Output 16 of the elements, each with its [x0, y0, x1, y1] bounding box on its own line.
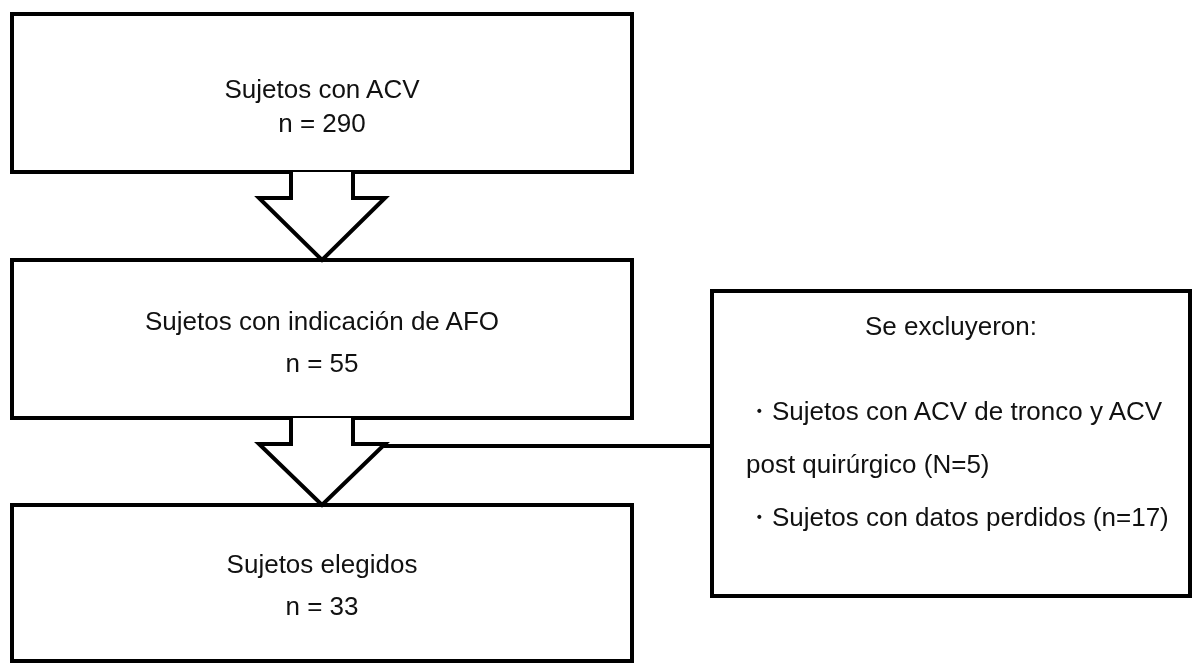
bullet-item: ・Sujetos con ACV de tronco y ACV post quirúrgico (N=5)	[746, 395, 1164, 481]
count-text: n = 55	[284, 348, 360, 378]
bullet-item: ・Sujetos con datos perdidos (n=17)	[746, 501, 1170, 534]
process-box	[710, 289, 1192, 598]
box-heading: Sujetos con indicación de AFO	[143, 306, 501, 336]
process-box	[10, 12, 634, 174]
box-heading: Se excluyeron:	[864, 311, 1038, 341]
count-text: n = 33	[284, 591, 360, 621]
process-box	[10, 503, 634, 663]
box-heading: Sujetos elegidos	[225, 549, 419, 579]
block-arrow	[254, 170, 390, 263]
process-box	[10, 258, 634, 420]
block-arrow	[254, 416, 390, 508]
count-text: n = 290	[277, 108, 367, 138]
box-heading: Sujetos con ACV	[223, 74, 421, 104]
connector-line	[384, 444, 712, 448]
